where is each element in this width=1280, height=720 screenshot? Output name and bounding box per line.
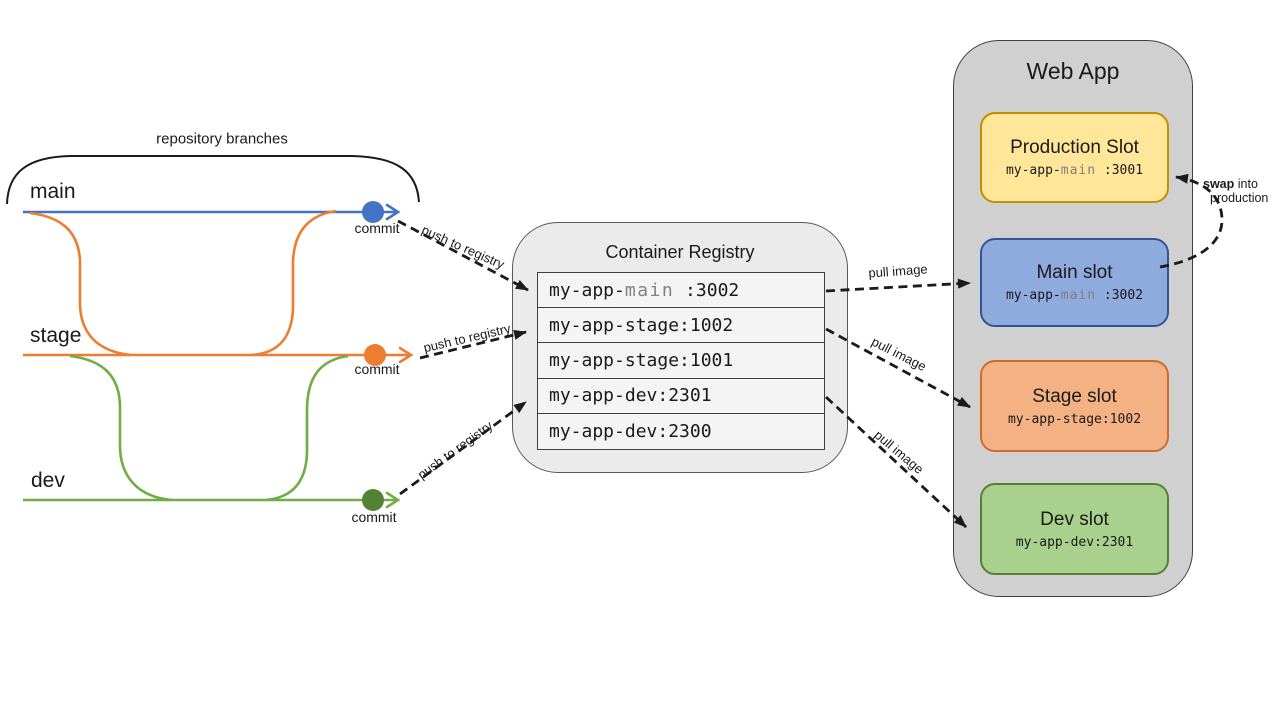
container-registry-title: Container Registry bbox=[605, 242, 755, 262]
pull-image-label: pull image bbox=[869, 333, 929, 375]
registry-image-row: my-app-main :3002 bbox=[538, 273, 824, 309]
registry-image-row: my-app-dev:2300 bbox=[538, 413, 824, 449]
web-app-title: Web App bbox=[1026, 58, 1120, 84]
dev-commit-dot bbox=[362, 489, 384, 511]
registry-image-row: my-app-stage:1002 bbox=[538, 308, 824, 344]
pull-image-label: pull image bbox=[867, 261, 929, 281]
stage-slot: Stage slot my-app-stage:1002 bbox=[980, 360, 1169, 452]
dev-commit-label: commit bbox=[351, 509, 397, 525]
main-branch-label: main bbox=[30, 180, 76, 203]
image-name: my-app-stage:1002 bbox=[549, 314, 734, 336]
dev-slot: Dev slot my-app-dev:2301 bbox=[980, 483, 1169, 575]
image-name: my-app-dev:2300 bbox=[549, 420, 712, 442]
swap-into-production-label: swap into production bbox=[1203, 177, 1269, 206]
dev-slot-image: my-app-dev:2301 bbox=[1015, 534, 1134, 550]
main-slot-title: Main slot bbox=[1036, 262, 1113, 283]
stage-slot-title: Stage slot bbox=[1032, 385, 1117, 407]
production-slot: Production Slot my-app-main :3001 bbox=[980, 112, 1169, 203]
dev-slot-title: Dev slot bbox=[1040, 508, 1109, 530]
dev-branch-label: dev bbox=[31, 469, 65, 492]
push-to-registry-label: push to registry bbox=[422, 320, 512, 356]
repository-branches-label: repository branches bbox=[156, 130, 288, 148]
registry-image-table: my-app-main :3002 my-app-stage:1002 my-a… bbox=[537, 272, 825, 450]
production-slot-title: Production Slot bbox=[1010, 137, 1139, 158]
main-slot-image: my-app-main :3002 bbox=[1005, 288, 1144, 303]
image-name: my-app-dev:2301 bbox=[549, 385, 712, 407]
stage-merge-curve bbox=[251, 209, 337, 357]
main-slot: Main slot my-app-main :3002 bbox=[980, 238, 1169, 327]
stage-slot-image: my-app-stage:1002 bbox=[1007, 411, 1142, 427]
image-name: my-app-stage:1001 bbox=[549, 349, 734, 371]
dev-merge-curve bbox=[264, 354, 349, 502]
dev-branch-out-curve bbox=[69, 354, 173, 502]
production-slot-image: my-app-main :3001 bbox=[1005, 163, 1144, 178]
registry-image-row: my-app-dev:2301 bbox=[538, 378, 824, 414]
registry-image-row: my-app-stage:1001 bbox=[538, 343, 824, 379]
image-tag: :3002 bbox=[674, 279, 740, 301]
image-name-highlight: main bbox=[624, 279, 675, 301]
push-to-registry-label: push to registry bbox=[414, 417, 496, 483]
main-commit-label: commit bbox=[354, 220, 400, 236]
stage-commit-label: commit bbox=[354, 361, 400, 377]
push-to-registry-label: push to registry bbox=[419, 222, 507, 272]
image-name: my-app- bbox=[549, 279, 625, 301]
pull-image-label: pull image bbox=[871, 427, 927, 477]
stage-branch-label: stage bbox=[30, 324, 82, 347]
